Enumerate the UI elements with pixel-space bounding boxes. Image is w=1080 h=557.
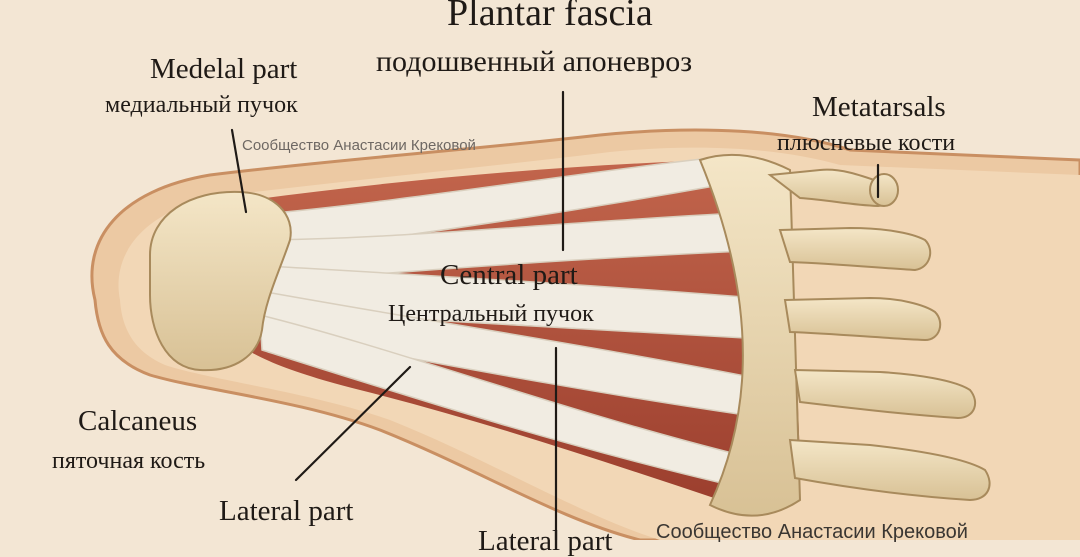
metatarsals-label-en: Metatarsals xyxy=(812,91,946,123)
title-ru: подошвенный апоневроз xyxy=(376,45,693,78)
leader-lateral xyxy=(294,365,412,482)
leader-lines xyxy=(230,90,880,540)
calcaneus-bone xyxy=(149,190,292,372)
midfoot-bones xyxy=(698,153,802,517)
medial-label-ru: медиальный пучок xyxy=(105,92,298,118)
lateral-label-en: Lateral part xyxy=(219,495,354,527)
watermark-bottom: Сообщество Анастасии Крековой xyxy=(656,521,968,543)
title-en: Plantar fascia xyxy=(447,0,653,34)
foot-illustration xyxy=(90,90,1080,540)
watermark-top: Сообщество Анастасии Крековой xyxy=(242,137,476,154)
central-label-ru: Центральный пучок xyxy=(388,301,594,327)
lateral-label-bottom-en: Lateral part xyxy=(478,525,613,557)
medial-label-en: Medelal part xyxy=(150,53,298,85)
calcaneus-label-ru: пяточная кость xyxy=(52,448,206,474)
calcaneus-label-en: Calcaneus xyxy=(78,405,198,437)
leader-medial xyxy=(230,128,248,214)
central-label-en: Central part xyxy=(440,259,578,291)
metatarsals-label-ru: плюсневые кости xyxy=(777,130,956,156)
